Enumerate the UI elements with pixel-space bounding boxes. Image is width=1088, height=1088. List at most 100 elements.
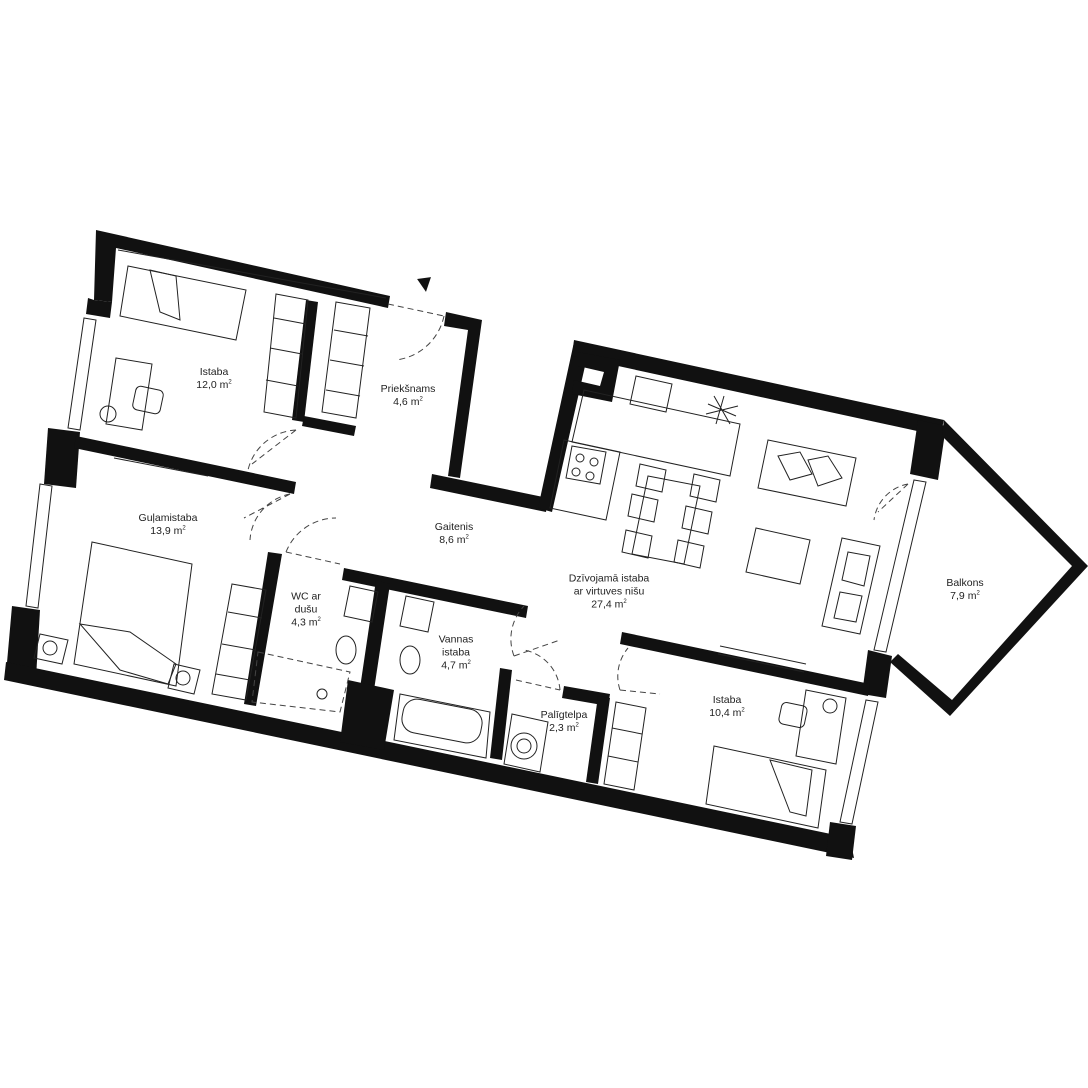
room-name-line2: dušu [294, 603, 318, 616]
door-istaba-1 [247, 429, 297, 471]
entrance-arrow-icon [417, 277, 433, 293]
nightstand-left [33, 633, 69, 665]
wardrobe-prieksnams [321, 301, 371, 419]
furniture-dzivojama [549, 375, 881, 673]
room-area: 27,4 m2 [591, 598, 627, 611]
interior-walls [74, 300, 870, 784]
room-area: 4,6 m2 [393, 396, 423, 408]
furniture-gulamistaba [33, 457, 267, 701]
room-area: 10,4 m2 [709, 707, 745, 719]
room-label-gulamistaba: Guļamistaba 13,9 m2 [139, 512, 198, 538]
room-name: Balkons [946, 577, 984, 589]
wall-notch-right [538, 342, 590, 512]
kitchen-sink [629, 375, 673, 413]
room-name-line2: ar virtuves nišu [573, 585, 645, 598]
bed-icon [119, 265, 247, 341]
bed-pillow-fold [149, 269, 181, 321]
bed-icon [705, 745, 827, 829]
room-area: 13,9 m2 [150, 525, 186, 537]
room-label-wc: WC ar dušu 4,3 m2 [291, 591, 321, 630]
room-name: Priekšnams [380, 383, 436, 395]
stove-burner [589, 457, 599, 467]
furniture-paligtelpa [503, 713, 549, 773]
wall-living-pier-right [910, 420, 946, 480]
window-istaba-left [67, 317, 97, 431]
wall-wc-top [342, 568, 528, 618]
door-wc [285, 517, 341, 565]
washing-machine-icon [503, 713, 549, 773]
wall-living-top [572, 340, 944, 436]
room-label-gaitenis: Gaitenis 8,6 m2 [435, 521, 474, 547]
wardrobe-gulamistaba [211, 583, 267, 701]
wall-notch-bottom [430, 474, 548, 512]
wall-paligtelpa-right [586, 696, 610, 784]
room-area: 7,9 m2 [950, 590, 980, 602]
wall-left-pier [44, 428, 80, 488]
desk [105, 357, 153, 431]
desk-lamp-icon [99, 405, 117, 423]
shower-drain-icon [316, 688, 328, 700]
window-istaba2-right [839, 699, 879, 825]
sofa-cushions [777, 451, 843, 487]
room-name: Palīgtelpa [540, 709, 588, 721]
room-name: WC ar [291, 590, 321, 603]
room-area: 4,7 m2 [441, 659, 471, 672]
kitchen-counter-lower [549, 439, 621, 521]
room-name: Guļamistaba [138, 512, 198, 524]
room-name-line2: istaba [441, 646, 471, 659]
wall-bottom-right-pier [826, 822, 856, 860]
wall-entry-notch-right [444, 312, 482, 478]
room-label-vannas: Vannas istaba 4,7 m2 [439, 634, 474, 673]
stove-icon [565, 445, 607, 485]
wall-wardrobe-hall [302, 416, 356, 436]
wall-vannas-paligtelpa [490, 668, 512, 760]
coffee-table [745, 527, 811, 585]
wall-istaba-gulamistaba [74, 436, 296, 494]
stove-burner [585, 471, 595, 481]
shower-area [251, 651, 351, 713]
window-top-istaba [117, 249, 387, 299]
sofa-icon [757, 439, 857, 507]
desk [795, 689, 847, 765]
door-balcony [873, 483, 909, 521]
room-area: 12,0 m2 [196, 379, 232, 391]
toilet-icon [335, 635, 357, 665]
room-area: 2,3 m2 [549, 722, 579, 734]
desk-lamp-icon [822, 698, 838, 714]
washing-machine-drum [510, 732, 538, 760]
furniture-vannas [393, 595, 491, 759]
kitchen-counter [571, 389, 741, 477]
furniture-istaba-1 [99, 265, 371, 431]
lamp-icon [42, 640, 58, 656]
wall-left-bottom-pier [6, 606, 40, 678]
room-label-istaba-2: Istaba 10,4 m2 [709, 694, 744, 720]
wall-left-column-top [86, 298, 112, 318]
room-label-istaba-1: Istaba 12,0 m2 [196, 366, 231, 392]
lamp-icon [175, 670, 191, 686]
furniture-istaba-2 [603, 689, 847, 829]
wall-wc-left [244, 552, 282, 706]
bed-cover-fold [78, 623, 177, 685]
wall-bottom [4, 662, 854, 858]
room-label-balkons: Balkons 7,9 m2 [946, 577, 983, 603]
wall-top-left [94, 230, 390, 308]
sink [399, 595, 435, 633]
room-name: Istaba [712, 694, 742, 706]
curtain-rail [113, 457, 209, 477]
fan-icon [705, 395, 739, 425]
window-gulamistaba-left [25, 483, 53, 609]
tv-unit-front [717, 653, 805, 673]
wall-living-istaba2 [620, 632, 870, 696]
wall-shaft-bath [340, 680, 394, 750]
bathtub-inner [401, 698, 483, 744]
room-area: 8,6 m2 [439, 534, 469, 546]
room-label-dzivojama: Dzīvojamā istaba ar virtuves nišu 27,4 m… [569, 573, 650, 612]
room-label-paligtelpa: Palīgtelpa 2,3 m2 [541, 709, 588, 735]
room-label-prieksnams: Priekšnams 4,6 m2 [381, 383, 436, 409]
desk-chair-icon [132, 385, 164, 415]
door-entry [387, 303, 445, 361]
armchair-sofa-icon [821, 537, 881, 635]
stove-burner [571, 467, 581, 477]
sink [343, 585, 379, 623]
